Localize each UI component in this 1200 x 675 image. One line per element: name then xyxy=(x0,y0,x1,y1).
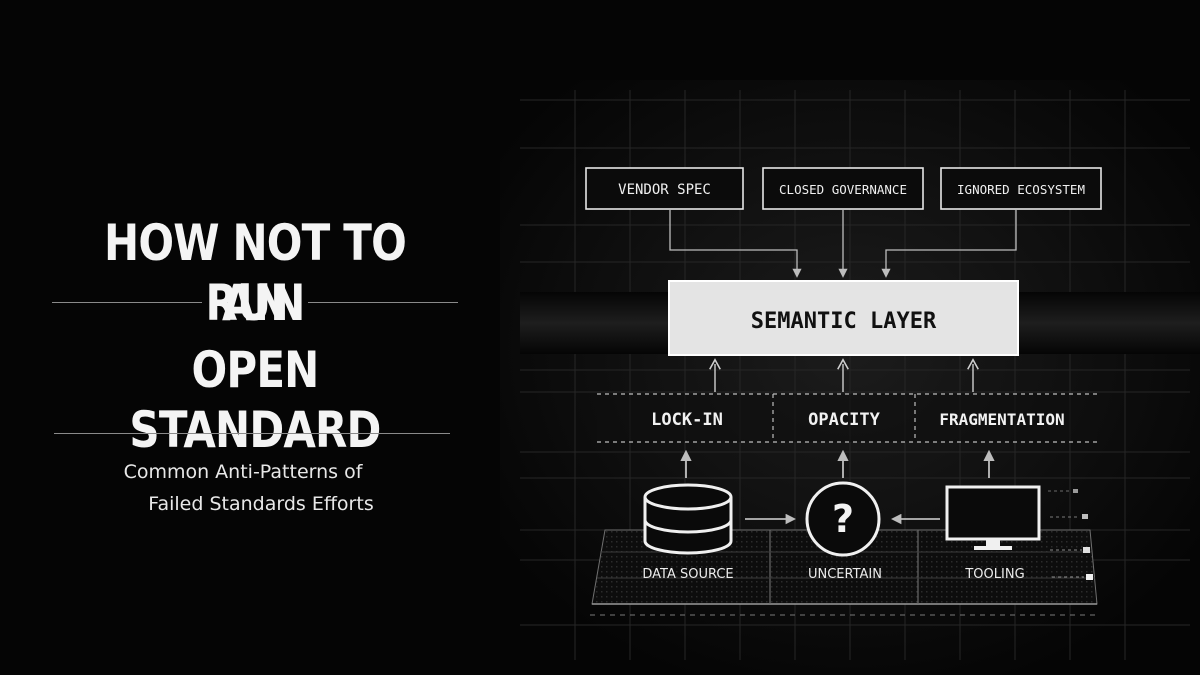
question-circle-icon: ? xyxy=(805,481,881,557)
failure-modes-row: LOCK-IN OPACITY FRAGMENTATION xyxy=(597,393,1097,443)
title-line-1: HOW NOT TO RUN xyxy=(104,214,407,332)
subtitle-line-1: Common Anti-Patterns of xyxy=(123,461,363,483)
monitor-icon xyxy=(945,485,1041,550)
title-divider-right xyxy=(308,302,458,303)
label-opacity: OPACITY xyxy=(808,410,880,430)
semantic-layer-box xyxy=(668,280,1019,356)
title-divider-left xyxy=(52,302,202,303)
title-line-2: AN xyxy=(222,274,289,332)
label-lock-in: LOCK-IN xyxy=(651,410,723,430)
uncertain-symbol: ? xyxy=(832,497,854,541)
top-connectors xyxy=(669,209,1017,278)
middle-to-center-arrows xyxy=(709,358,979,392)
label-data-source: DATA SOURCE xyxy=(642,567,733,582)
box-vendor-spec xyxy=(585,167,744,210)
database-icon xyxy=(643,483,733,555)
label-tooling: TOOLING xyxy=(964,567,1024,582)
title-line-3: OPEN STANDARD xyxy=(129,341,381,459)
box-closed-governance-label: CLOSED GOVERNANCE xyxy=(779,182,907,197)
label-fragmentation: FRAGMENTATION xyxy=(939,410,1064,429)
label-uncertain: UNCERTAIN xyxy=(808,567,882,582)
subtitle-line-2: Failed Standards Efforts xyxy=(148,493,374,515)
semantic-layer-label: SEMANTIC LAYER xyxy=(751,309,937,334)
bottom-to-middle-arrows xyxy=(680,449,995,478)
title-underline xyxy=(54,433,450,434)
box-closed-governance xyxy=(762,167,924,210)
title-block: HOW NOT TO RUN AN OPEN STANDARD Common A… xyxy=(40,205,470,545)
side-ticks xyxy=(1048,489,1093,580)
box-ignored-ecosystem-label: IGNORED ECOSYSTEM xyxy=(957,182,1085,197)
box-vendor-spec-label: VENDOR SPEC xyxy=(618,182,711,198)
box-ignored-ecosystem xyxy=(940,167,1102,210)
top-boxes: VENDOR SPEC CLOSED GOVERNANCE IGNORED EC… xyxy=(585,167,1102,210)
